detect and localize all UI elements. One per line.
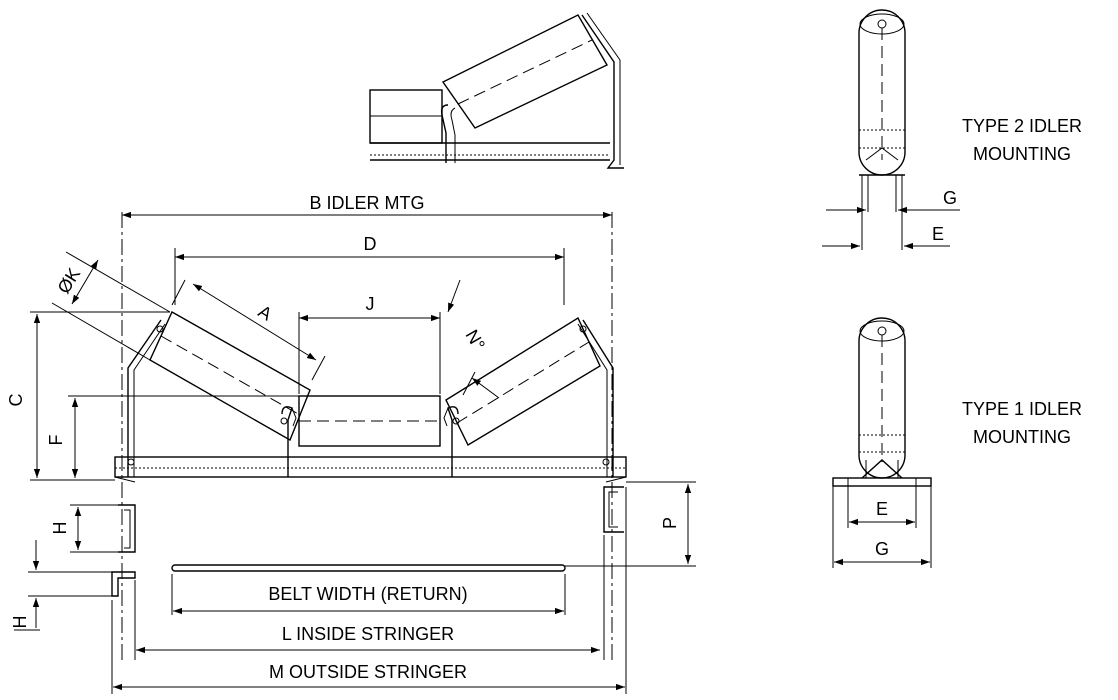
label-n-degrees: N° [461, 326, 488, 353]
type1-mounting-view: E G TYPE 1 IDLER MOUNTING [832, 317, 1082, 568]
label-p: P [660, 517, 680, 529]
top-partial-view [369, 12, 624, 169]
label-c: C [6, 394, 26, 407]
label-dia-k: ØK [54, 264, 85, 297]
label-a: A [255, 301, 276, 324]
type1-label-e: E [876, 499, 888, 519]
label-belt-width-return: BELT WIDTH (RETURN) [268, 584, 467, 604]
main-view [111, 212, 627, 694]
type1-title-line2: MOUNTING [973, 427, 1071, 447]
type2-label-e: E [932, 224, 944, 244]
label-h-upper: H [50, 522, 70, 535]
type2-mounting-view: G E TYPE 2 IDLER MOUNTING [822, 9, 1082, 250]
label-m-outside-stringer: M OUTSIDE STRINGER [269, 662, 467, 682]
type2-title-line1: TYPE 2 IDLER [962, 116, 1082, 136]
type2-title-line2: MOUNTING [973, 144, 1071, 164]
type1-label-g: G [875, 539, 889, 559]
label-f: F [46, 435, 66, 446]
label-l-inside-stringer: L INSIDE STRINGER [282, 624, 454, 644]
type1-title-line1: TYPE 1 IDLER [962, 399, 1082, 419]
label-b-idler-mtg: B IDLER MTG [309, 193, 424, 213]
type2-label-g: G [943, 188, 957, 208]
label-d: D [364, 234, 377, 254]
label-j: J [366, 294, 375, 314]
label-h-lower: H [10, 616, 30, 629]
dimensions: B IDLER MTG D ØK A J N° C F [6, 193, 696, 691]
